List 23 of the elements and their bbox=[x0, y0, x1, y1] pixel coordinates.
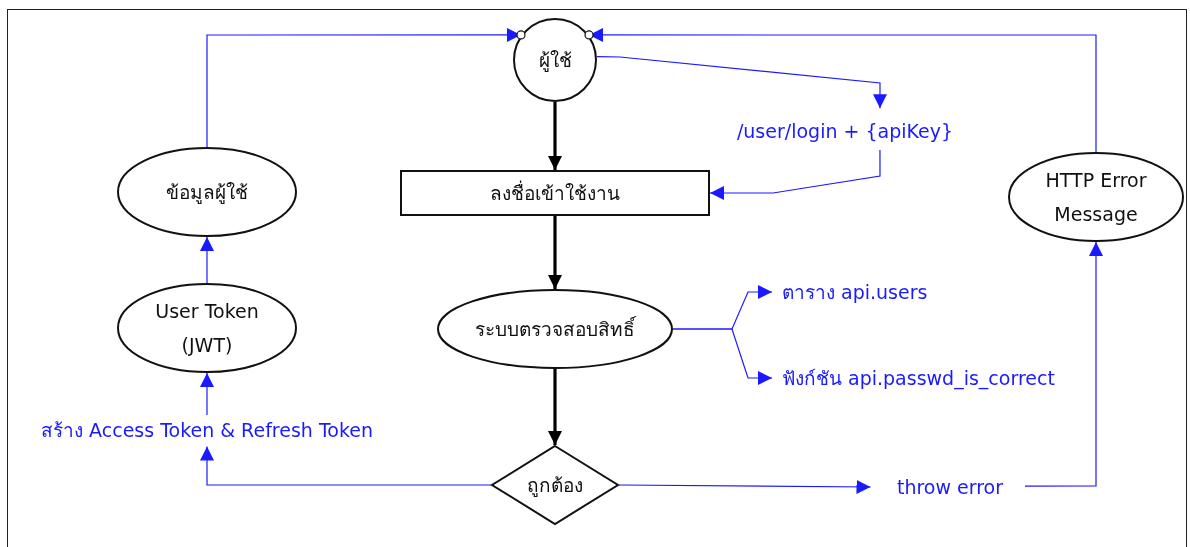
step-label: สร้าง Access Token & Refresh Token bbox=[12, 415, 402, 445]
resource-label: ตาราง api.users bbox=[772, 277, 952, 307]
process-ellipse: ระบบตรวจสอบสิทธิ์ bbox=[437, 289, 673, 369]
data-ellipse: HTTP Error Message bbox=[1008, 152, 1184, 242]
arrow bbox=[548, 216, 562, 289]
arrow bbox=[200, 445, 492, 486]
arrow bbox=[672, 328, 773, 385]
arrow bbox=[548, 102, 562, 170]
process-box: ลงชื่อเข้าใช้งาน bbox=[400, 170, 710, 216]
arrow bbox=[548, 369, 562, 445]
decision-diamond: ถูกต้อง bbox=[491, 445, 619, 525]
arrow bbox=[596, 56, 887, 109]
arrow bbox=[709, 149, 881, 200]
user-circle: ผู้ใช้ bbox=[513, 18, 597, 102]
resource-label: ฟังก์ชัน api.passwd_is_correct bbox=[772, 363, 1092, 393]
arrow bbox=[200, 372, 214, 416]
arrow bbox=[200, 236, 214, 284]
arrow bbox=[1024, 241, 1103, 487]
step-label: throw error bbox=[875, 472, 1025, 502]
endpoint-label: /user/login + {apiKey} bbox=[730, 112, 960, 150]
data-ellipse: User Token (JWT) bbox=[117, 283, 297, 373]
arrow bbox=[618, 479, 872, 494]
data-ellipse: ข้อมูลผู้ใช้ bbox=[117, 147, 297, 237]
